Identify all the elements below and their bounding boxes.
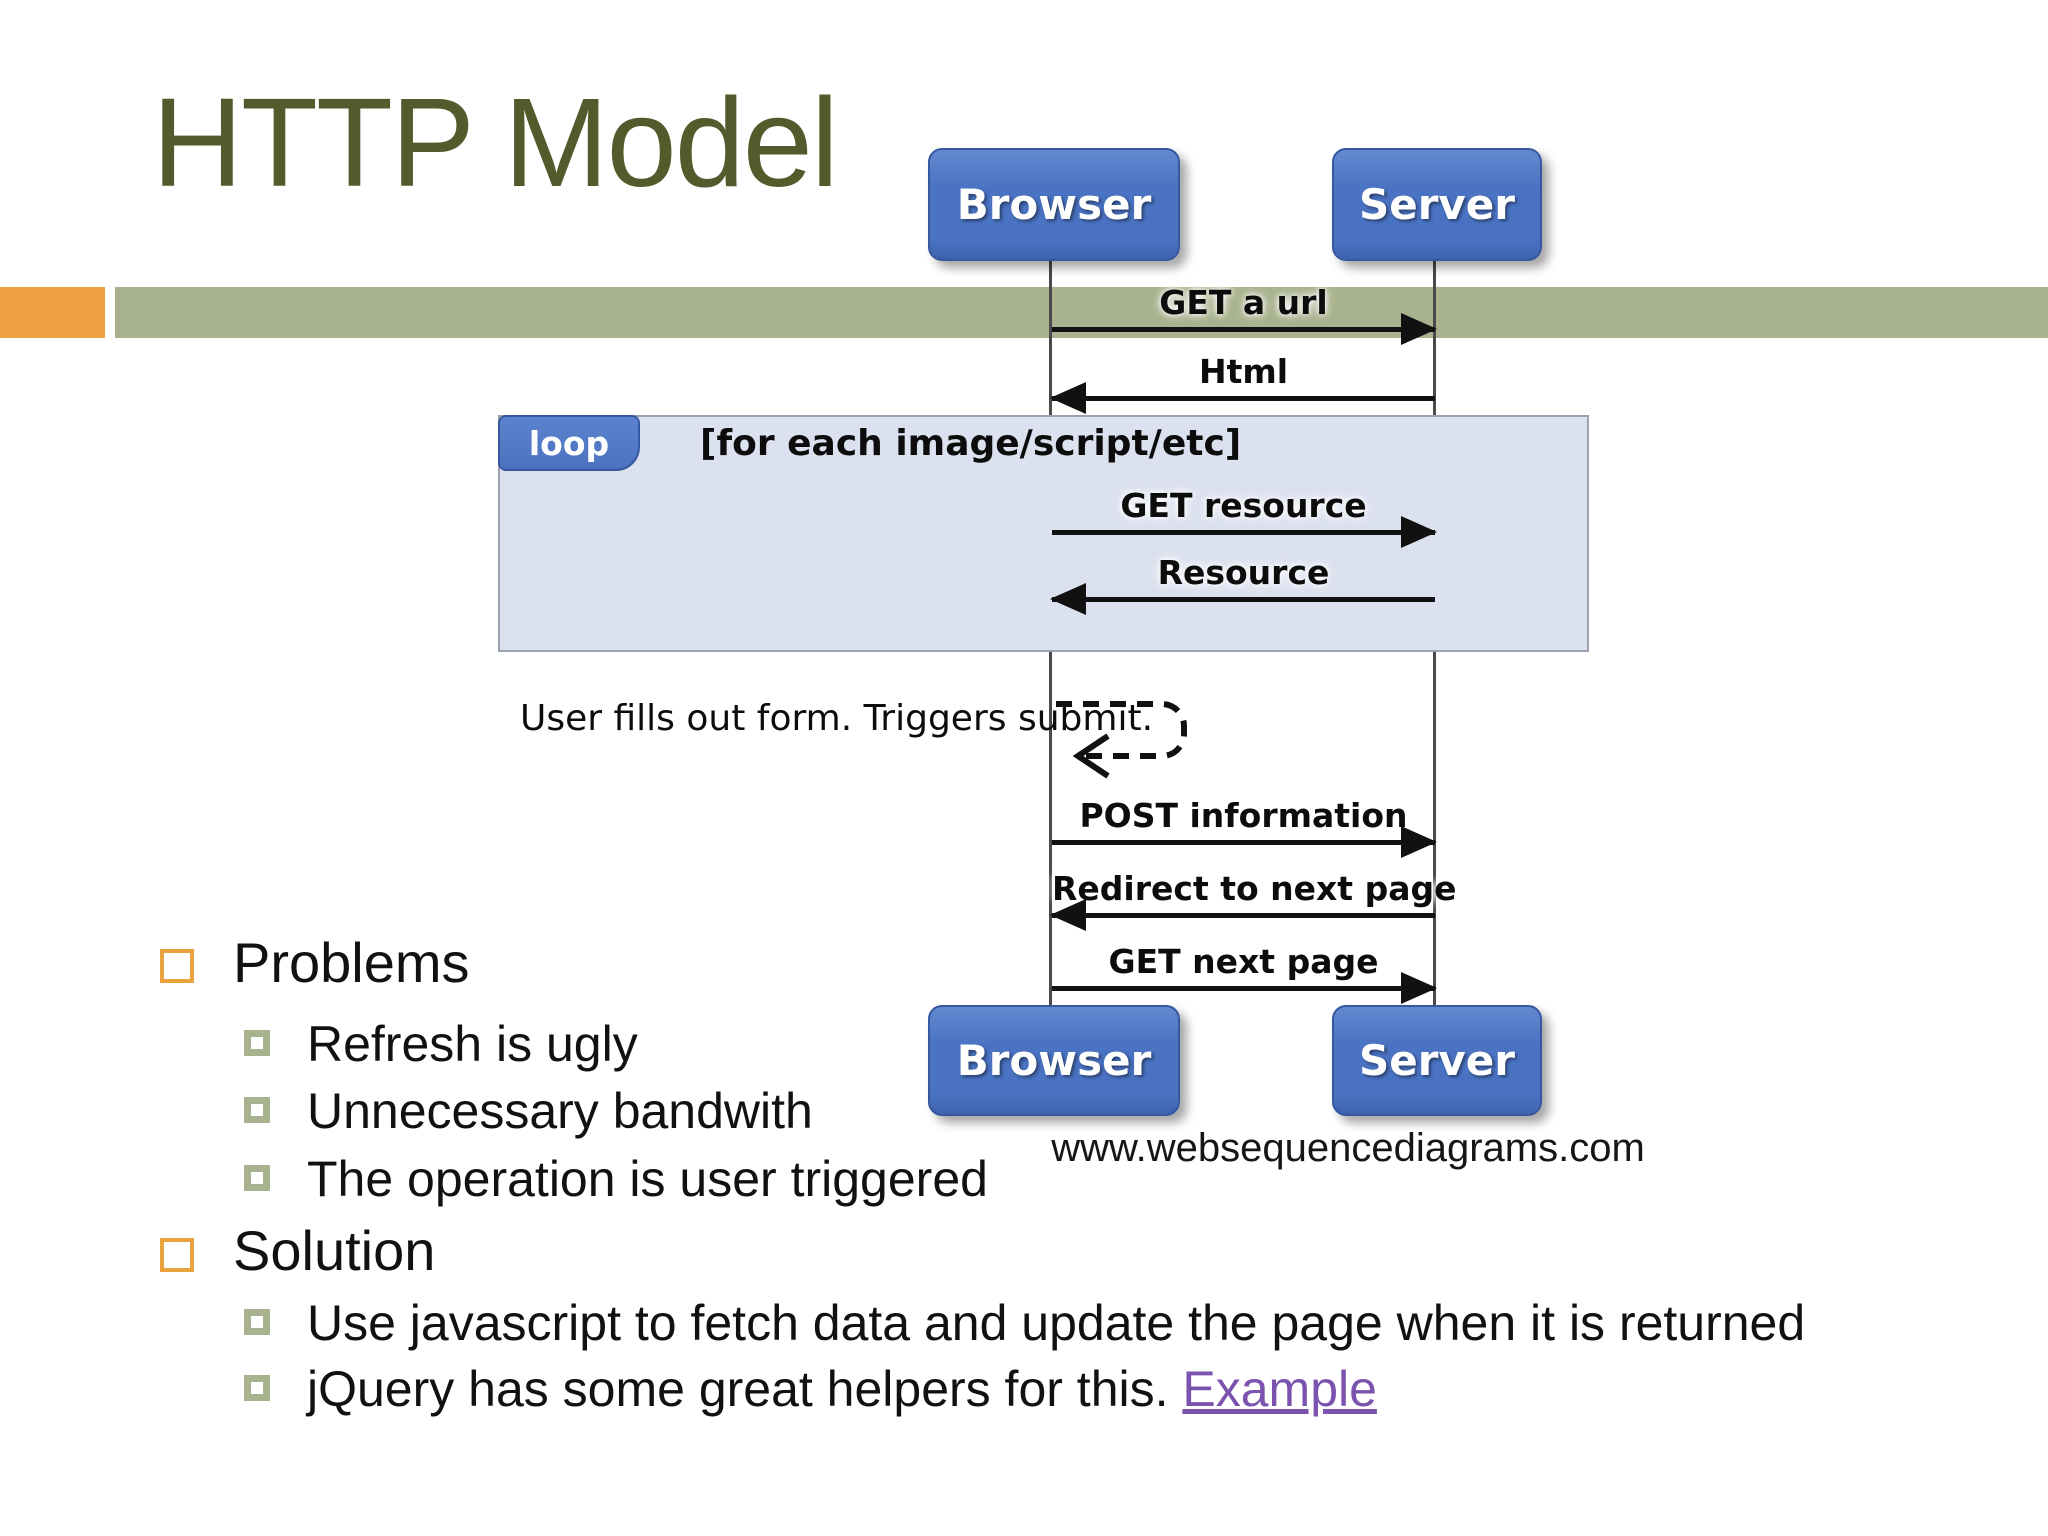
watermark-url: www.websequencediagrams.com — [1051, 1126, 1645, 1170]
bullet-solution: Solution — [233, 1219, 436, 1282]
message-line — [1052, 597, 1435, 602]
actor-box-browser-top: Browser — [928, 148, 1180, 261]
example-link[interactable]: Example — [1182, 1361, 1377, 1417]
message-label: GET resource — [1120, 486, 1367, 525]
bullet-user-triggered: The operation is user triggered — [307, 1151, 988, 1207]
bullet-problems: Problems — [233, 931, 470, 994]
bullet-square-green-icon — [244, 1375, 270, 1401]
accent-bar-orange — [0, 287, 105, 338]
loop-condition: [for each image/script/etc] — [700, 423, 1242, 464]
arrowhead-right-icon — [1401, 516, 1437, 548]
arrowhead-left-icon — [1050, 899, 1086, 931]
actor-label: Server — [1358, 180, 1516, 229]
actor-label: Server — [1358, 1036, 1516, 1085]
message-line — [1052, 327, 1435, 332]
message-line — [1052, 840, 1435, 845]
arrowhead-left-icon — [1050, 382, 1086, 414]
message-line — [1052, 396, 1435, 401]
actor-box-server-bottom: Server — [1332, 1005, 1542, 1116]
bullet-square-green-icon — [244, 1030, 270, 1056]
message-line — [1052, 986, 1435, 991]
actor-box-browser-bottom: Browser — [928, 1005, 1180, 1116]
page-title: HTTP Model — [152, 72, 839, 213]
arrowhead-right-icon — [1401, 972, 1437, 1004]
message-label: Html — [1198, 352, 1289, 391]
arrowhead-right-icon — [1401, 826, 1437, 858]
message-line — [1052, 530, 1435, 535]
bullet-square-green-icon — [244, 1309, 270, 1335]
bullet-square-orange-icon — [160, 1238, 194, 1272]
actor-label: Browser — [956, 180, 1152, 229]
message-line — [1052, 913, 1435, 918]
message-label: POST information — [1079, 796, 1408, 835]
bullet-unnecessary-bandwith: Unnecessary bandwith — [307, 1083, 813, 1139]
bullet-square-green-icon — [244, 1165, 270, 1191]
bullet-use-javascript: Use javascript to fetch data and update … — [307, 1295, 1806, 1351]
loop-tab-label: loop — [498, 415, 640, 471]
bullet-jquery-text: jQuery has some great helpers for this. — [307, 1361, 1183, 1417]
message-label: Redirect to next page — [1052, 869, 1457, 908]
arrowhead-left-icon — [1050, 583, 1086, 615]
bullet-refresh-ugly: Refresh is ugly — [307, 1016, 638, 1072]
message-label: GET a url — [1159, 283, 1328, 322]
bullet-jquery-helpers: jQuery has some great helpers for this. … — [307, 1360, 1377, 1418]
arrowhead-right-icon — [1401, 313, 1437, 345]
actor-box-server-top: Server — [1332, 148, 1542, 261]
actor-label: Browser — [956, 1036, 1152, 1085]
message-label: Resource — [1157, 553, 1330, 592]
note-user-fills-form: User fills out form. Triggers submit. — [520, 698, 1154, 739]
bullet-square-green-icon — [244, 1097, 270, 1123]
self-message-dashed-arrow-icon — [1056, 701, 1187, 779]
bullet-square-orange-icon — [160, 949, 194, 983]
message-label: GET next page — [1108, 942, 1379, 981]
